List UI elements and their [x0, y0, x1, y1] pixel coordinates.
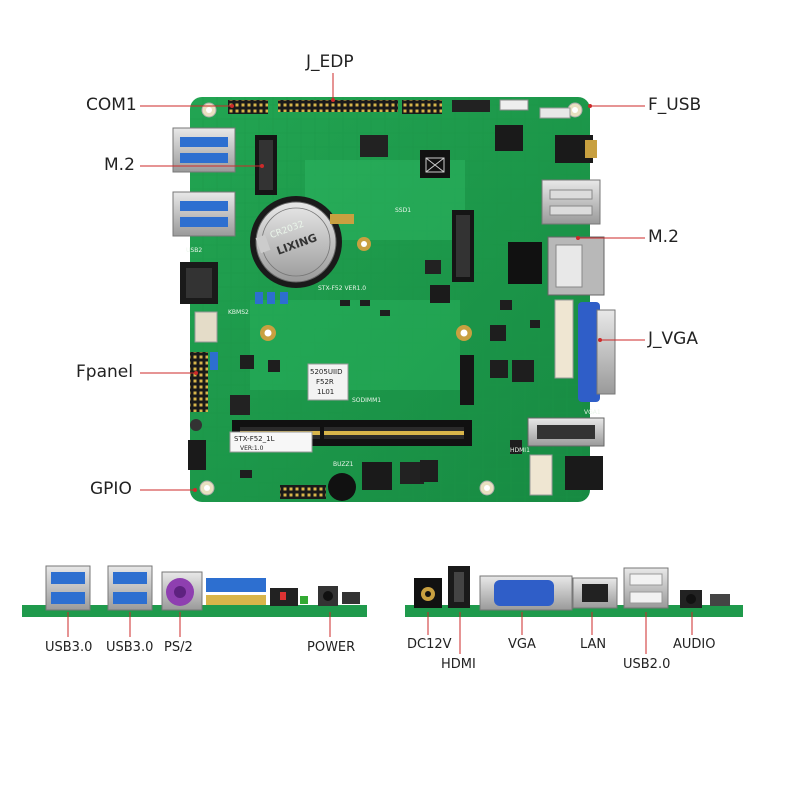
usb2-right-port	[541, 179, 601, 225]
board-ver-text: STX-F52 VER1.0	[318, 285, 366, 292]
label-f-usb: F_USB	[648, 95, 702, 115]
label-m2-left: M.2	[104, 155, 135, 175]
label-hdmi: HDMI	[441, 657, 476, 672]
io-panel-right	[405, 566, 743, 617]
label-lan: LAN	[580, 637, 607, 652]
fpanel-header	[190, 352, 208, 412]
usb-tag-text: USB2	[186, 247, 202, 254]
hdmi-tag-text: HDMI1	[510, 447, 530, 454]
label-usb30-b: USB3.0	[106, 640, 154, 655]
label-dc12v: DC12V	[407, 637, 452, 652]
usb3-top-ports	[172, 127, 236, 237]
gpio-header	[280, 485, 326, 499]
model-label-text: STX-F52_1L	[234, 435, 275, 443]
com1-header	[228, 100, 268, 114]
fusb-header	[499, 99, 529, 111]
label-j-vga: J_VGA	[648, 329, 698, 349]
chip-line2: F52R	[316, 378, 334, 386]
callout-lines	[67, 73, 693, 654]
ssd-text: SSD1	[395, 207, 411, 214]
version-label-text: VER:1.0	[240, 445, 264, 452]
small-components	[240, 300, 540, 482]
mounting-holes	[199, 102, 583, 496]
buzz-text: BUZZ1	[333, 461, 354, 468]
label-m2-right: M.2	[648, 227, 679, 247]
chip-line3: 1L01	[317, 388, 334, 396]
label-com1: COM1	[86, 95, 137, 115]
kbms-text: KBMS2	[228, 309, 249, 316]
label-audio: AUDIO	[673, 637, 716, 652]
jedp-header	[278, 100, 398, 112]
cr2032-battery	[250, 196, 342, 288]
label-power: POWER	[307, 640, 356, 655]
chip-line1: 5205UIID	[310, 368, 342, 376]
label-j-edp: J_EDP	[306, 52, 354, 72]
io-panel-left	[22, 565, 367, 617]
vga-connector-board	[578, 302, 600, 402]
label-ps2: PS/2	[164, 640, 193, 655]
label-gpio: GPIO	[90, 479, 132, 499]
label-usb30-a: USB3.0	[45, 640, 93, 655]
vga-tag-text: VGA1	[584, 409, 601, 416]
label-vga: VGA	[508, 637, 536, 652]
sodimm-text: SODIMM1	[352, 397, 381, 404]
label-fpanel: Fpanel	[76, 362, 133, 382]
label-usb20: USB2.0	[623, 657, 671, 672]
